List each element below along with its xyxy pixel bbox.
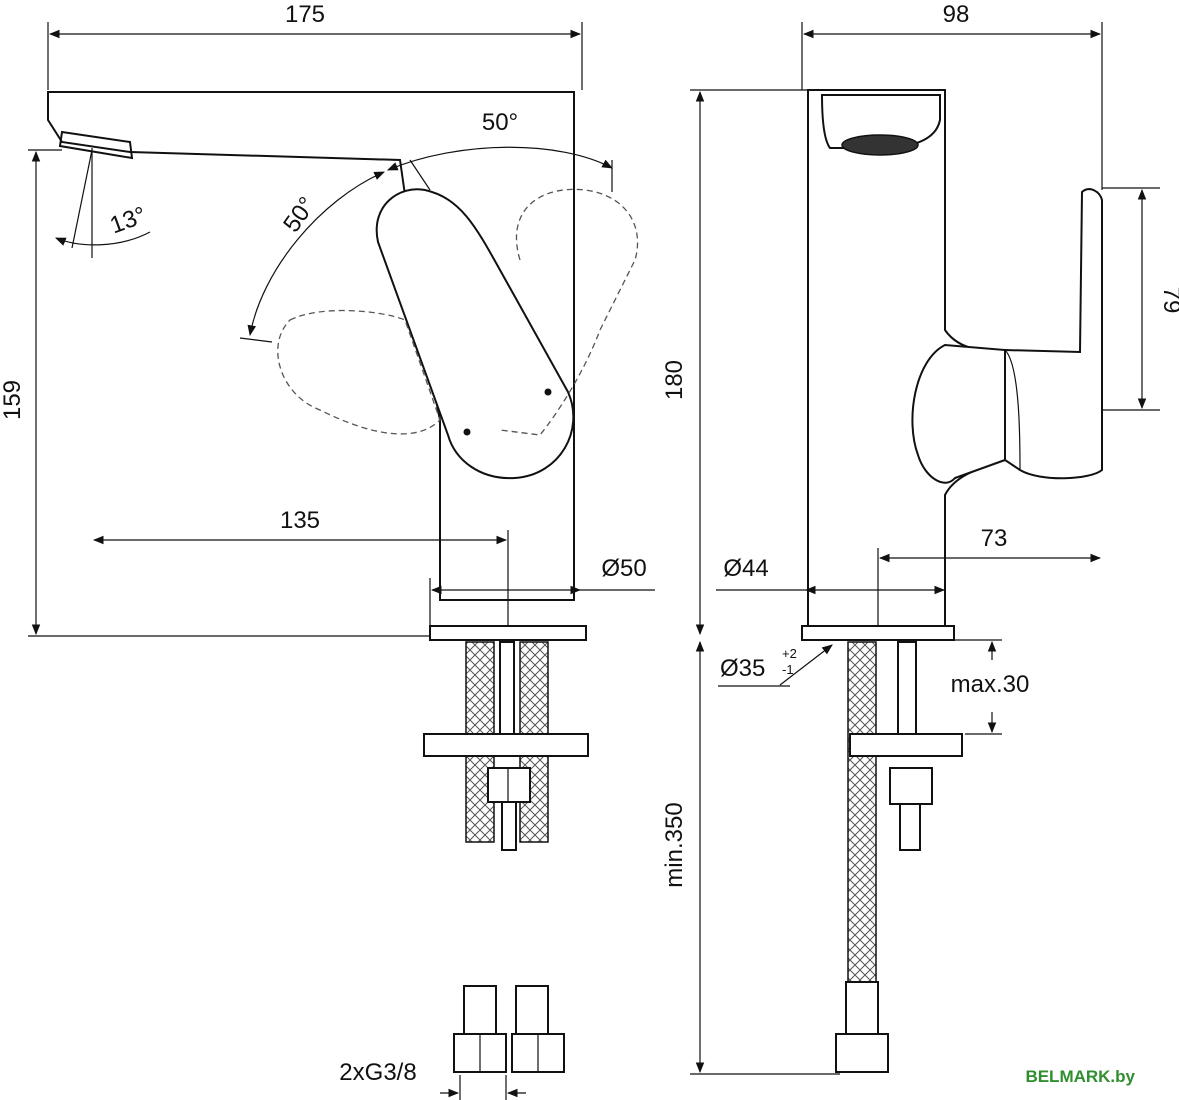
base-plate-right	[801, 625, 955, 641]
dim-base-diameter-right: Ø44	[716, 555, 946, 595]
mounting-plate-right	[849, 733, 963, 757]
label-angle-back: 50°	[482, 109, 518, 136]
dim-lever-height: 79	[1102, 187, 1179, 411]
dim-min-hose: min.350	[661, 640, 840, 1075]
label-lever-height: 79	[1158, 287, 1179, 314]
hoses-left	[423, 641, 589, 1073]
lever-front	[1004, 188, 1103, 480]
label-base-diameter-right: Ø44	[723, 555, 768, 582]
label-lever-offset: 73	[981, 525, 1008, 552]
lever	[375, 188, 575, 480]
dim-spout-height: 159	[0, 149, 430, 637]
label-base-diameter-left: Ø50	[601, 555, 646, 582]
label-hole-tol-plus: +2	[782, 646, 797, 661]
dim-max-deck: max.30	[951, 639, 1030, 735]
label-angle-front: 50°	[278, 192, 321, 237]
dim-spout-reach: 135	[92, 507, 509, 636]
base-plate-left	[429, 625, 587, 641]
label-total-height: 180	[661, 360, 688, 400]
lever-ghost-front	[277, 309, 441, 435]
label-hole-diameter: Ø35	[720, 655, 765, 682]
side-view: 175 50° 50° 13°	[0, 1, 655, 1100]
dim-hole-diameter: Ø35 +2 -1	[718, 644, 833, 687]
label-angle-spout: 13°	[106, 202, 149, 240]
hoses-right	[835, 641, 963, 1073]
label-max-deck: max.30	[951, 671, 1030, 698]
dim-total-height: 180	[661, 89, 808, 636]
label-min-hose: min.350	[661, 802, 688, 887]
label-hole-tol-minus: -1	[782, 662, 794, 677]
front-view: 98 79 180 73	[661, 1, 1179, 1075]
dim-base-diameter-left: Ø50	[429, 555, 655, 625]
dim-angle-spout: 13°	[55, 148, 151, 258]
outlet-aerator	[841, 134, 919, 156]
lever-ghost-back	[499, 188, 639, 436]
aerator	[58, 130, 134, 160]
dim-width-top: 175	[47, 1, 583, 90]
dim-connection: 2xG3/8	[339, 1059, 526, 1100]
label-connection: 2xG3/8	[339, 1059, 416, 1086]
watermark: BELMARK.by	[1025, 1067, 1135, 1086]
label-width-top: 175	[285, 1, 325, 28]
label-depth-top: 98	[943, 1, 970, 28]
label-spout-reach: 135	[280, 507, 320, 534]
label-spout-height: 159	[0, 380, 26, 420]
mounting-plate-left	[423, 733, 589, 757]
dim-depth-top: 98	[801, 1, 1103, 190]
